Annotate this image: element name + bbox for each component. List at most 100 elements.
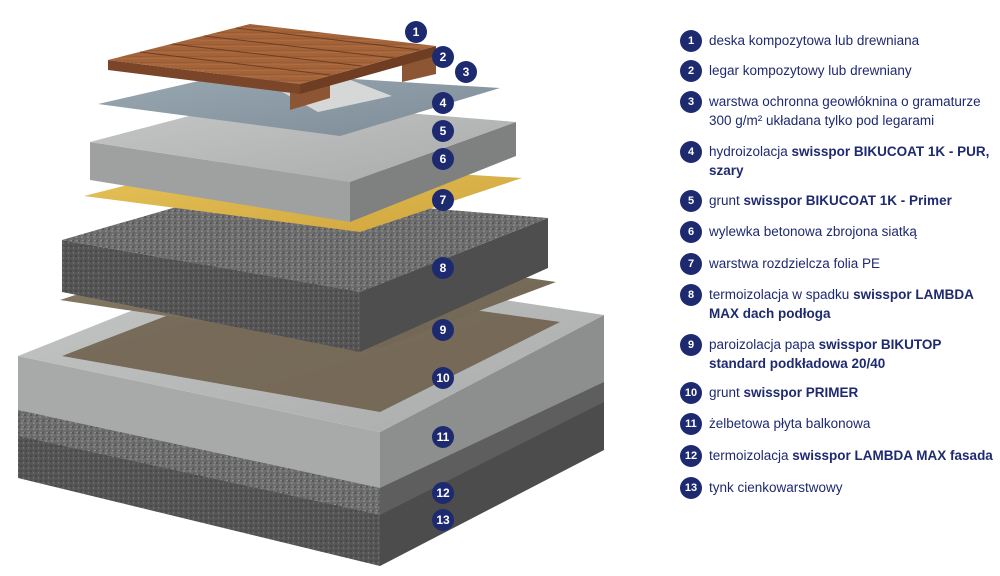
legend-item: 9 paroizolacja papa swisspor BIKUTOP stan… <box>680 334 995 373</box>
legend-text-segment: swisspor BIKUCOAT 1K - Primer <box>743 193 952 208</box>
svg-text:6: 6 <box>440 152 447 166</box>
legend-text: termoizolacja w spadku swisspor LAMBDA M… <box>709 284 995 323</box>
legend-text-segment: żelbetowa płyta balkonowa <box>709 416 871 431</box>
legend-item: 7 warstwa rozdzielcza folia PE <box>680 253 995 275</box>
diagram-badge-4: 4 <box>432 92 454 114</box>
legend-text-segment: warstwa ochronna geowłóknina o gramaturz… <box>709 94 981 128</box>
deck-side-edge <box>300 46 436 94</box>
legend-item: 2 legar kompozytowy lub drewniany <box>680 60 995 82</box>
legend-text: deska kompozytowa lub drewniana <box>709 30 919 50</box>
legend-text-segment: swisspor BIKUCOAT 1K - PUR, szary <box>709 144 990 178</box>
legend-item: 10 grunt swisspor PRIMER <box>680 382 995 404</box>
diagram-badge-12: 12 <box>432 482 454 504</box>
legend-badge: 1 <box>680 30 702 52</box>
screed-front <box>90 142 350 222</box>
diagram-badge-7: 7 <box>432 189 454 211</box>
legend-text: grunt swisspor PRIMER <box>709 382 858 402</box>
plaster-front-face <box>18 433 380 566</box>
diagram-badge-10: 10 <box>432 367 454 389</box>
diagram-badge-8: 8 <box>432 257 454 279</box>
legend-badge: 6 <box>680 221 702 243</box>
legend-item: 1 deska kompozytowa lub drewniana <box>680 30 995 52</box>
legend-text-segment: deska kompozytowa lub drewniana <box>709 33 920 48</box>
diagram-badge-13: 13 <box>432 509 454 531</box>
legend-text-segment: grunt <box>709 193 744 208</box>
legend-text-segment: legar kompozytowy lub drewniany <box>709 63 912 78</box>
svg-text:5: 5 <box>440 124 447 138</box>
legend-badge: 2 <box>680 60 702 82</box>
slab-front-face <box>18 356 380 488</box>
legend-item: 3 warstwa ochronna geowłóknina o gramatur… <box>680 91 995 130</box>
legend-text-segment: swisspor PRIMER <box>743 385 859 400</box>
diagram-badge-6: 6 <box>432 148 454 170</box>
insulation-front <box>62 240 360 352</box>
legend-text-segment: termoizolacja w spadku <box>709 287 854 302</box>
diagram-badge-3: 3 <box>455 61 477 83</box>
legend-badge: 12 <box>680 445 702 467</box>
legend-text: tynk cienkowarstwowy <box>709 477 843 497</box>
legend-text-segment: paroizolacja papa <box>709 337 819 352</box>
insulation-side-face <box>380 380 604 515</box>
legend-item: 6 wylewka betonowa zbrojona siatką <box>680 221 995 243</box>
legend-badge: 7 <box>680 253 702 275</box>
legend-text: termoizolacja swisspor LAMBDA MAX fasada <box>709 445 993 465</box>
legend-text-segment: grunt <box>709 385 744 400</box>
legend-text-segment: warstwa rozdzielcza folia PE <box>709 256 881 271</box>
svg-text:13: 13 <box>436 513 450 527</box>
legend-badge: 4 <box>680 141 702 163</box>
svg-text:3: 3 <box>463 65 470 79</box>
svg-text:2: 2 <box>440 50 447 64</box>
legend-text-segment: swisspor LAMBDA MAX fasada <box>792 448 993 463</box>
svg-text:1: 1 <box>413 25 420 39</box>
decking-layer <box>108 24 436 110</box>
diagram-badge-2: 2 <box>432 46 454 68</box>
legend-text: warstwa rozdzielcza folia PE <box>709 253 880 273</box>
svg-text:8: 8 <box>440 261 447 275</box>
legend-text: warstwa ochronna geowłóknina o gramaturz… <box>709 91 995 130</box>
diagram-badge-9: 9 <box>432 319 454 341</box>
legend-item: 12 termoizolacja swisspor LAMBDA MAX fasa… <box>680 445 995 467</box>
svg-text:9: 9 <box>440 323 447 337</box>
legend-item: 5 grunt swisspor BIKUCOAT 1K - Primer <box>680 190 995 212</box>
legend-badge: 10 <box>680 382 702 404</box>
legend-text: grunt swisspor BIKUCOAT 1K - Primer <box>709 190 952 210</box>
legend-text-segment: wylewka betonowa zbrojona siatką <box>709 224 917 239</box>
legend-text: żelbetowa płyta balkonowa <box>709 413 870 433</box>
screed-side <box>350 122 516 222</box>
insulation-top <box>62 192 548 292</box>
svg-text:4: 4 <box>440 96 447 110</box>
legend-item: 13 tynk cienkowarstwowy <box>680 477 995 499</box>
legend-badge: 8 <box>680 284 702 306</box>
legend-badge: 5 <box>680 190 702 212</box>
legend-item: 8 termoizolacja w spadku swisspor LAMBDA … <box>680 284 995 323</box>
legend-badge: 9 <box>680 334 702 356</box>
diagram-badge-5: 5 <box>432 120 454 142</box>
legend-item: 11 żelbetowa płyta balkonowa <box>680 413 995 435</box>
legend-item: 4 hydroizolacja swisspor BIKUCOAT 1K - PU… <box>680 141 995 180</box>
svg-text:12: 12 <box>436 486 450 500</box>
legend-badge: 11 <box>680 413 702 435</box>
diagram-badge-1: 1 <box>405 21 427 43</box>
deck-front-edge <box>108 60 300 94</box>
insulation-side <box>360 218 548 352</box>
legend-badge: 3 <box>680 91 702 113</box>
legend-text: hydroizolacja swisspor BIKUCOAT 1K - PUR… <box>709 141 995 180</box>
insulation-front-face <box>18 408 380 515</box>
concrete-screed-layer <box>90 100 516 222</box>
legend-text-segment: swisspor LAMBDA MAX dach podłoga <box>709 287 974 321</box>
thermal-insulation-layer <box>62 192 548 352</box>
svg-text:7: 7 <box>440 193 447 207</box>
deck-top <box>108 24 436 84</box>
legend-text-segment: hydroizolacja <box>709 144 792 159</box>
legend-text-segment: termoizolacja <box>709 448 793 463</box>
legend-text: legar kompozytowy lub drewniany <box>709 60 912 80</box>
legend-text-segment: swisspor BIKUTOP standard podkładowa 20/… <box>709 337 942 371</box>
legend-badge: 13 <box>680 477 702 499</box>
svg-text:11: 11 <box>437 430 450 444</box>
legend-text-segment: tynk cienkowarstwowy <box>709 480 843 495</box>
legend-text: wylewka betonowa zbrojona siatką <box>709 221 917 241</box>
diagram-badge-11: 11 <box>432 426 454 448</box>
svg-text:10: 10 <box>436 371 450 385</box>
screed-top <box>90 100 516 182</box>
